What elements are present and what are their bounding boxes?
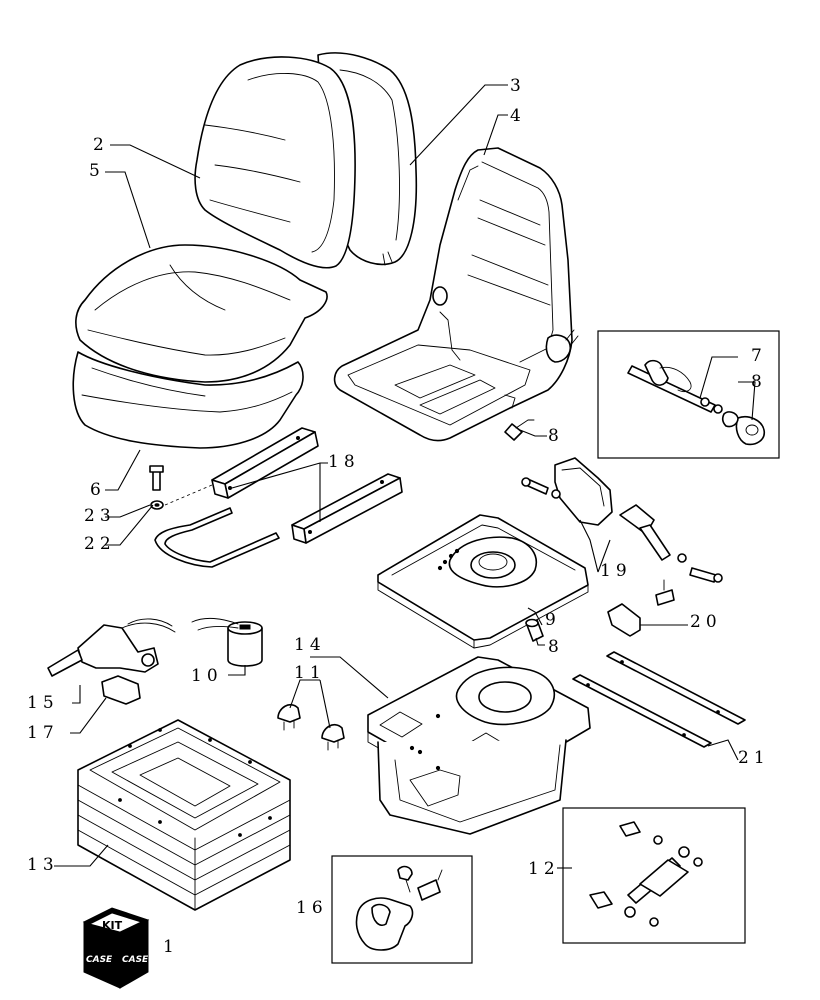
part-8-lever-knob-top [504, 419, 535, 441]
part-21-bars [572, 651, 746, 748]
callout-16: 16 [296, 898, 328, 918]
kit-side-label-right: CASE [122, 955, 149, 965]
callout-23: 22 [84, 534, 116, 554]
part-17-clip [101, 675, 141, 705]
callout-20: 20 [690, 612, 722, 632]
part-10-unit [191, 617, 263, 667]
part-8-knob [721, 411, 766, 446]
kit-side-label-left: CASE [86, 955, 113, 965]
part-15-switch [47, 618, 176, 677]
callout-labels: 3 4 2 5 7 8 8 18 6 23 22 19 9 20 8 14 11… [27, 76, 770, 957]
part-8-bushing [525, 618, 544, 642]
part-13-bellows [77, 719, 291, 911]
part-12-damper [589, 821, 703, 927]
part-23-washer [150, 500, 164, 510]
part-11-clips [277, 703, 345, 751]
part-9-swivel-plate [377, 514, 589, 649]
leader-lines [54, 84, 756, 869]
inset-box-parts-7-8 [597, 330, 780, 459]
callout-22: 23 [84, 506, 116, 526]
kit-label: KIT [102, 919, 123, 932]
part-5-seat-cushion-cover [75, 244, 328, 383]
part-7-pin-shaft [627, 359, 723, 414]
inset-box-part-16 [331, 855, 473, 964]
callout-11: 11 [294, 663, 326, 683]
callout-9: 9 [545, 610, 561, 630]
callout-18: 18 [328, 452, 360, 472]
callout-8-inset: 8 [751, 372, 767, 392]
callout-14: 14 [294, 635, 326, 655]
callout-13: 13 [27, 855, 59, 875]
part-18-slide-rails [211, 427, 403, 544]
callout-6: 6 [90, 480, 106, 500]
callout-4: 4 [510, 106, 526, 126]
kit-cube-icon: KIT CASE CASE [82, 907, 150, 989]
callout-7: 7 [751, 346, 767, 366]
part-14-suspension-base [367, 656, 591, 835]
callout-5: 5 [89, 161, 105, 181]
callout-15: 15 [27, 693, 59, 713]
callout-10: 10 [191, 666, 223, 686]
inset-box-part-12 [562, 807, 746, 944]
part-22-bolt [149, 465, 164, 491]
part-23-adjust-rod [154, 507, 280, 568]
part-4-seat-frame [333, 147, 579, 442]
callout-2: 2 [93, 135, 109, 155]
part-16-handle [355, 865, 443, 951]
callout-21: 21 [738, 748, 770, 768]
callout-12: 12 [528, 859, 560, 879]
callout-1: 1 [163, 937, 179, 957]
callout-8-bushing: 8 [548, 637, 564, 657]
callout-8-frame: 8 [548, 426, 564, 446]
part-6-seat-cushion [72, 351, 304, 449]
callout-3: 3 [510, 76, 526, 96]
part-19-adjust-handles [521, 457, 723, 583]
part-2-backrest-cover-front [194, 56, 356, 269]
callout-17: 17 [27, 723, 59, 743]
part-20-bracket [607, 579, 675, 637]
callout-19: 19 [600, 561, 632, 581]
